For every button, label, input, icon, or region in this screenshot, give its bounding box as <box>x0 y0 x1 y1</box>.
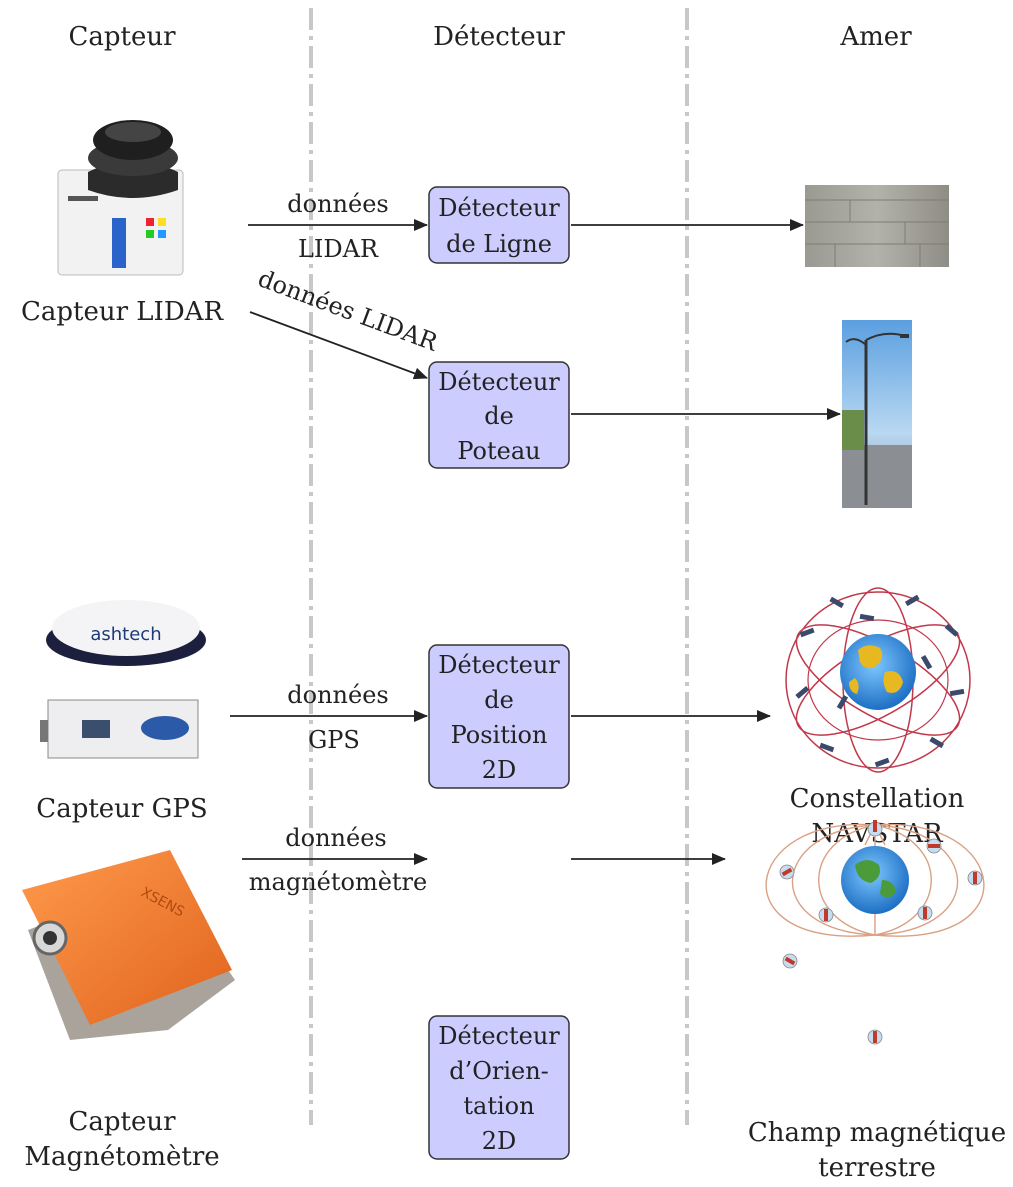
detector-orientation-label-3: tation <box>463 1092 534 1120</box>
detector-orientation-label-1: Détecteur <box>438 1022 560 1050</box>
column-header-detector: Détecteur <box>433 22 565 52</box>
detector-pole-label-3: Poteau <box>457 437 540 465</box>
detector-pole-label-1: Détecteur <box>438 368 560 396</box>
edge-label-mag-1: données <box>285 824 386 852</box>
edge-label-lidar-line-2: LIDAR <box>298 235 379 263</box>
pole-image <box>842 320 912 508</box>
detector-line-label-2: de Ligne <box>446 230 552 258</box>
landmark-label-field-2: terrestre <box>818 1153 936 1183</box>
detector-pole-box: Détecteur de Poteau <box>428 361 570 469</box>
magnetometer-image: XSENS <box>22 850 235 1040</box>
column-header-sensor: Capteur <box>68 22 176 52</box>
edge-label-gps-1: données <box>287 681 388 709</box>
column-header-landmark: Amer <box>839 22 912 52</box>
gps-receiver-image <box>40 699 199 759</box>
svg-text:ashtech: ashtech <box>90 624 161 645</box>
detector-position-label-4: 2D <box>482 756 517 784</box>
edge-label-mag-2: magnétomètre <box>249 868 427 896</box>
detector-line-label-1: Détecteur <box>438 194 560 222</box>
lidar-sensor-image <box>57 120 184 276</box>
edge-label-gps-2: GPS <box>308 726 360 754</box>
detector-pole-label-2: de <box>484 402 514 430</box>
detector-orientation-label-4: 2D <box>482 1127 517 1155</box>
wall-image <box>805 185 949 267</box>
landmark-label-navstar-1: Constellation <box>790 784 965 814</box>
detector-position-label-3: Position <box>451 721 548 749</box>
detector-orientation-label-2: d’Orien- <box>449 1057 549 1085</box>
detector-position-label-2: de <box>484 686 514 714</box>
detector-orientation-box: Détecteur d’Orien- tation 2D <box>428 1015 570 1160</box>
sensor-label-magnetometer-line2: Magnétomètre <box>24 1142 219 1172</box>
arrow-lidar-to-pole-detector <box>249 311 428 380</box>
sensor-label-magnetometer-line1: Capteur <box>68 1107 176 1137</box>
constellation-image <box>785 587 971 773</box>
sensor-label-gps: Capteur GPS <box>36 794 207 824</box>
edge-label-lidar-line-1: données <box>287 190 388 218</box>
gps-antenna-image: ashtech <box>46 600 206 666</box>
magnetic-field-image <box>765 820 985 1045</box>
detector-line-box: Détecteur de Ligne <box>428 186 570 264</box>
landmark-label-field-1: Champ magnétique <box>748 1118 1006 1148</box>
detector-position-label-1: Détecteur <box>438 651 560 679</box>
edge-label-lidar-pole: données LIDAR <box>254 264 442 357</box>
detector-position-box: Détecteur de Position 2D <box>428 644 570 789</box>
sensor-label-lidar: Capteur LIDAR <box>21 297 224 327</box>
